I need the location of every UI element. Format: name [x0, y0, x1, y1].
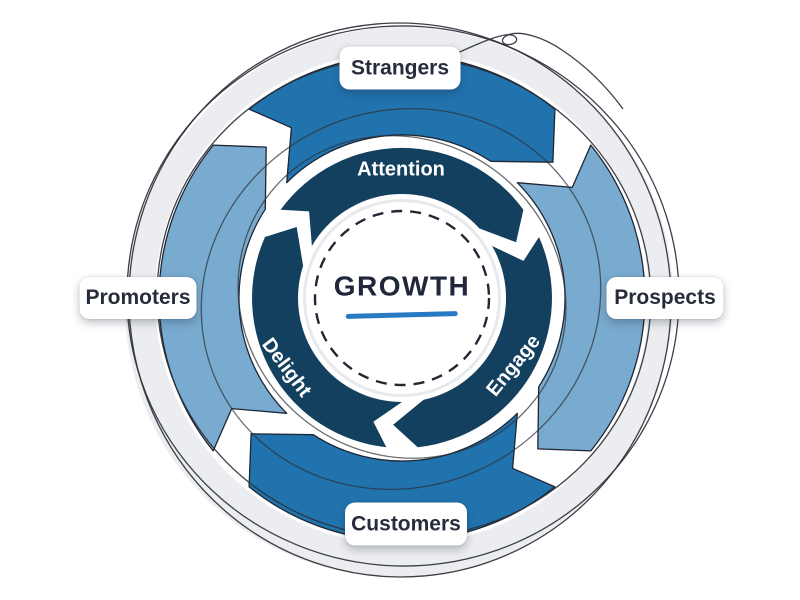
label-chip-promoters: Promoters	[79, 277, 197, 319]
inner-segment-delight	[252, 227, 402, 448]
sketch-circle-5	[237, 135, 567, 459]
inner-segment-attention	[280, 147, 524, 246]
inner-ring	[252, 147, 552, 448]
label-chip-prospects: Prospects	[606, 277, 724, 319]
attention-label: Attention	[357, 158, 445, 181]
hub-disc	[306, 202, 498, 394]
sketch-circle-4	[200, 107, 602, 491]
hub-dashed-circle	[313, 209, 491, 387]
customers-label: Customers	[351, 512, 461, 535]
inner-segment-engage	[393, 237, 552, 448]
growth-title: GROWTH	[333, 270, 471, 302]
prospects-label: Prospects	[614, 286, 716, 309]
outer-segment-promoters	[158, 144, 288, 452]
label-chip-strangers: Strangers	[339, 46, 461, 90]
sketch-pigtail-loop	[437, 32, 624, 110]
growth-hub: GROWTH	[333, 270, 471, 319]
promoters-label: Promoters	[85, 286, 191, 309]
label-chip-customers: Customers	[345, 502, 467, 546]
outer-segment-prospects	[516, 144, 646, 452]
strangers-label: Strangers	[350, 56, 450, 79]
outer-ring	[158, 54, 646, 542]
sketch-circle-2	[128, 22, 672, 578]
